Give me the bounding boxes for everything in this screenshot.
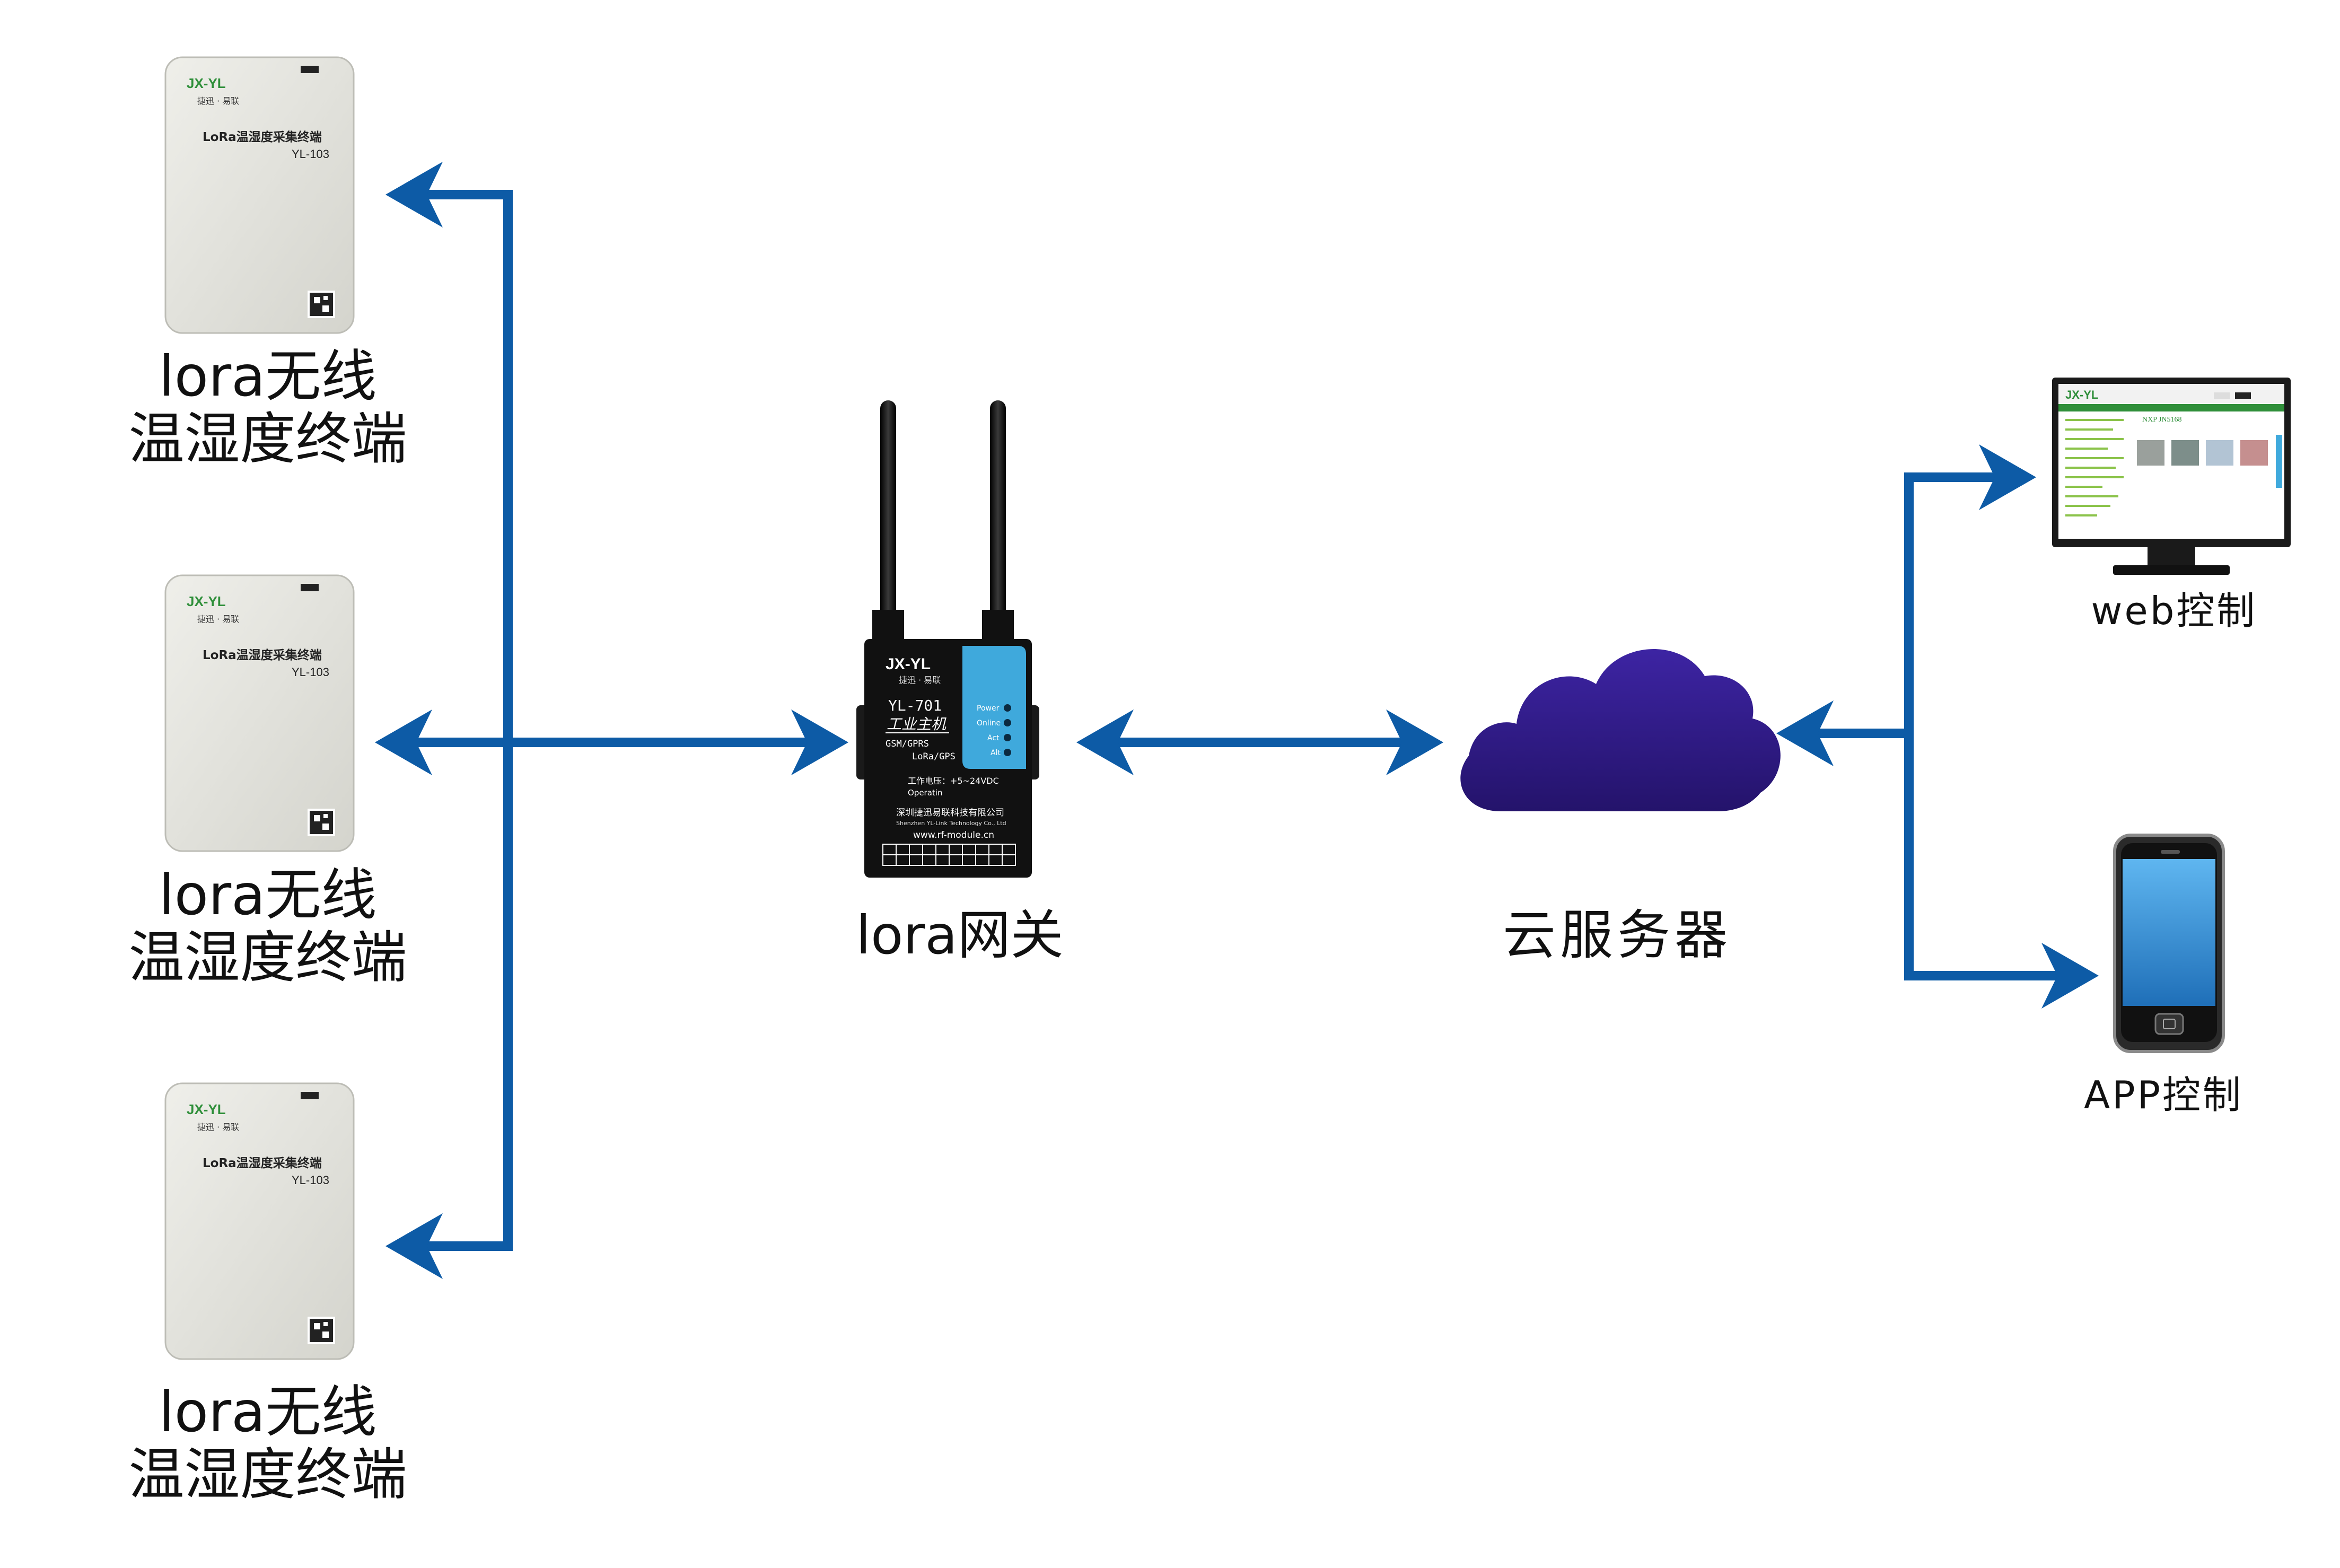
gateway-model: YL-701 xyxy=(888,697,942,714)
sensor-model-label: YL-103 xyxy=(292,665,329,679)
arrowhead-sensor2 xyxy=(375,709,432,775)
arrowhead-sensor1 xyxy=(385,162,443,227)
arrowhead-gateway-left xyxy=(791,709,848,775)
web-branch-line xyxy=(1904,472,2012,733)
sensor-device-1: JX-YL 捷迅 · 易联 LoRa温湿度采集终端 YL-103 xyxy=(164,56,355,334)
gateway-terminal-block xyxy=(882,844,1016,866)
lora-gateway-device: JX-YL 捷迅 · 易联 YL-701 工业主机 GSM/GPRS LoRa/… xyxy=(856,400,1039,878)
led-online-label: Online xyxy=(977,719,1001,728)
sensor-brand-sub: 捷迅 · 易联 xyxy=(197,96,239,106)
sensor-model-label: YL-103 xyxy=(292,147,329,161)
sensor-caption-line1: lora无线 xyxy=(159,863,377,927)
arrowhead-app xyxy=(2041,943,2099,1009)
sensor-model-label: YL-103 xyxy=(292,1173,329,1187)
sensor-caption-line1: lora无线 xyxy=(159,1380,377,1444)
gateway-led-labels: Power Online Act Alt xyxy=(977,704,1001,757)
bus-top-arrow-line xyxy=(414,190,513,742)
sensor-1-caption: lora无线 温湿度终端 xyxy=(90,344,445,471)
web-sidebar-links xyxy=(2065,419,2124,516)
gateway-spec1: GSM/GPRS xyxy=(886,739,929,749)
gateway-website: www.rf-module.cn xyxy=(913,830,994,840)
gateway-title: 工业主机 xyxy=(887,715,946,733)
gateway-company: 深圳捷迅易联科技有限公司 xyxy=(896,808,1004,818)
gateway-leds xyxy=(1004,704,1011,756)
sensor-brand-logo: JX-YL xyxy=(187,75,226,91)
app-branch-line xyxy=(1904,733,2068,980)
led-power-label: Power xyxy=(977,704,1000,713)
gateway-company-en: Shenzhen YL-Link Technology Co., Ltd xyxy=(896,820,1006,827)
cloud-icon xyxy=(1460,649,1781,811)
gateway-spec2: LoRa/GPS xyxy=(912,751,956,762)
arrowhead-sensor3 xyxy=(385,1213,443,1279)
gateway-voltage: 工作电压：+5~24VDC xyxy=(908,776,999,786)
sensor-caption-line2: 温湿度终端 xyxy=(128,406,407,471)
antenna-right xyxy=(990,400,1006,644)
arrowhead-gateway-right xyxy=(1076,709,1134,775)
antenna-left xyxy=(880,400,896,644)
arrowheads xyxy=(375,162,2099,1279)
arrowhead-web xyxy=(1979,444,2036,510)
sensor-caption-line1: lora无线 xyxy=(159,344,377,409)
phone-screen xyxy=(2123,859,2215,1006)
sensor-device-3: JX-YL 捷迅 · 易联 LoRa温湿度采集终端 YL-103 xyxy=(164,1082,355,1360)
sensor-caption-line2: 温湿度终端 xyxy=(128,1442,407,1507)
sensor-product-label: LoRa温湿度采集终端 xyxy=(203,1156,322,1170)
gateway-operating: Operatin xyxy=(908,788,942,798)
cloud-caption: 云服务器 xyxy=(1503,904,1732,966)
qr-code xyxy=(308,1317,335,1344)
web-monitor-icon: JX-YL NXP JN5168 xyxy=(2052,378,2291,575)
web-monitor-stand xyxy=(2148,547,2195,567)
connector-arrows xyxy=(403,190,2068,1251)
sensor-product-label: LoRa温湿度采集终端 xyxy=(203,648,322,662)
sensor-brand-sub: 捷迅 · 易联 xyxy=(197,614,239,624)
sensor-3-caption: lora无线 温湿度终端 xyxy=(90,1381,445,1506)
arrowhead-cloud-right xyxy=(1776,700,1834,766)
sensor-brand-logo: JX-YL xyxy=(187,1101,226,1117)
qr-code xyxy=(308,809,335,836)
web-caption: web控制 xyxy=(2091,589,2257,633)
sensor-2-caption: lora无线 温湿度终端 xyxy=(90,864,445,989)
web-logo: JX-YL xyxy=(2065,388,2098,401)
sensor-brand-sub: 捷迅 · 易联 xyxy=(197,1122,239,1132)
led-alt-label: Alt xyxy=(991,749,1001,757)
gateway-brand-sub: 捷迅 · 易联 xyxy=(899,675,941,685)
arrowhead-cloud-left xyxy=(1386,709,1443,775)
sensor-device-2: JX-YL 捷迅 · 易联 LoRa温湿度采集终端 YL-103 xyxy=(164,574,355,852)
app-caption: APP控制 xyxy=(2083,1073,2243,1117)
sensor-caption-line2: 温湿度终端 xyxy=(128,925,407,990)
phone-home-button xyxy=(2154,1013,2184,1035)
led-act-label: Act xyxy=(987,734,1000,742)
sensor-brand-logo: JX-YL xyxy=(187,593,226,609)
smartphone-icon xyxy=(2113,834,2225,1053)
gateway-brand-logo: JX-YL xyxy=(886,655,931,673)
sensor-product-label: LoRa温湿度采集终端 xyxy=(203,130,322,144)
web-banner-text: NXP JN5168 xyxy=(2142,416,2182,424)
qr-code xyxy=(308,291,335,318)
bus-bottom-arrow-line xyxy=(414,742,513,1251)
gateway-caption: lora网关 xyxy=(856,904,1064,966)
web-product-images xyxy=(2137,440,2268,466)
